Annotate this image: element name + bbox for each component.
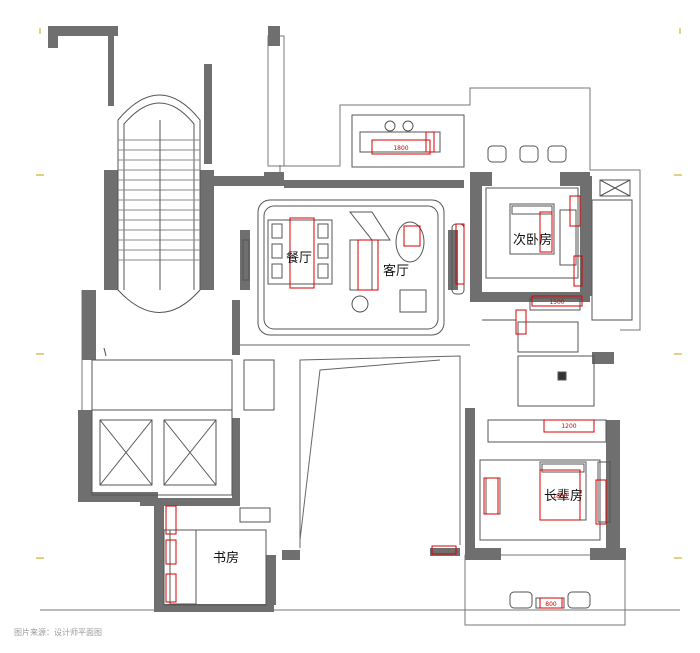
living-dining-zone (242, 199, 465, 336)
stairwell (117, 94, 201, 313)
walls (48, 26, 626, 612)
room-label-elder-bedroom: 长辈房 (544, 488, 583, 504)
master-bedroom-zone (482, 179, 633, 407)
room-label-study: 书房 (213, 550, 239, 566)
elevator-lobby (91, 347, 275, 496)
watermark: 图片来源：设计师平面图 (14, 627, 102, 637)
atrium (240, 344, 470, 548)
dimension-misc: 1500 (549, 299, 564, 306)
room-label-living: 客厅 (383, 263, 409, 279)
top-balcony (351, 114, 567, 168)
room-label-dining: 餐厅 (286, 250, 312, 266)
room-label-master-bedroom: 次卧房 (513, 232, 552, 248)
elder-bedroom-zone (479, 419, 611, 541)
outer-lines (40, 35, 680, 626)
dimension-marks (165, 131, 607, 609)
dimension-balcony-top: 1800 (393, 145, 408, 152)
study-zone (163, 507, 271, 606)
dimension-tv-wall: 1200 (561, 423, 576, 430)
dimension-balcony-bottom: 800 (545, 601, 557, 608)
border-ticks (36, 28, 682, 559)
dimension-elder-bed: 1800 (552, 493, 567, 500)
